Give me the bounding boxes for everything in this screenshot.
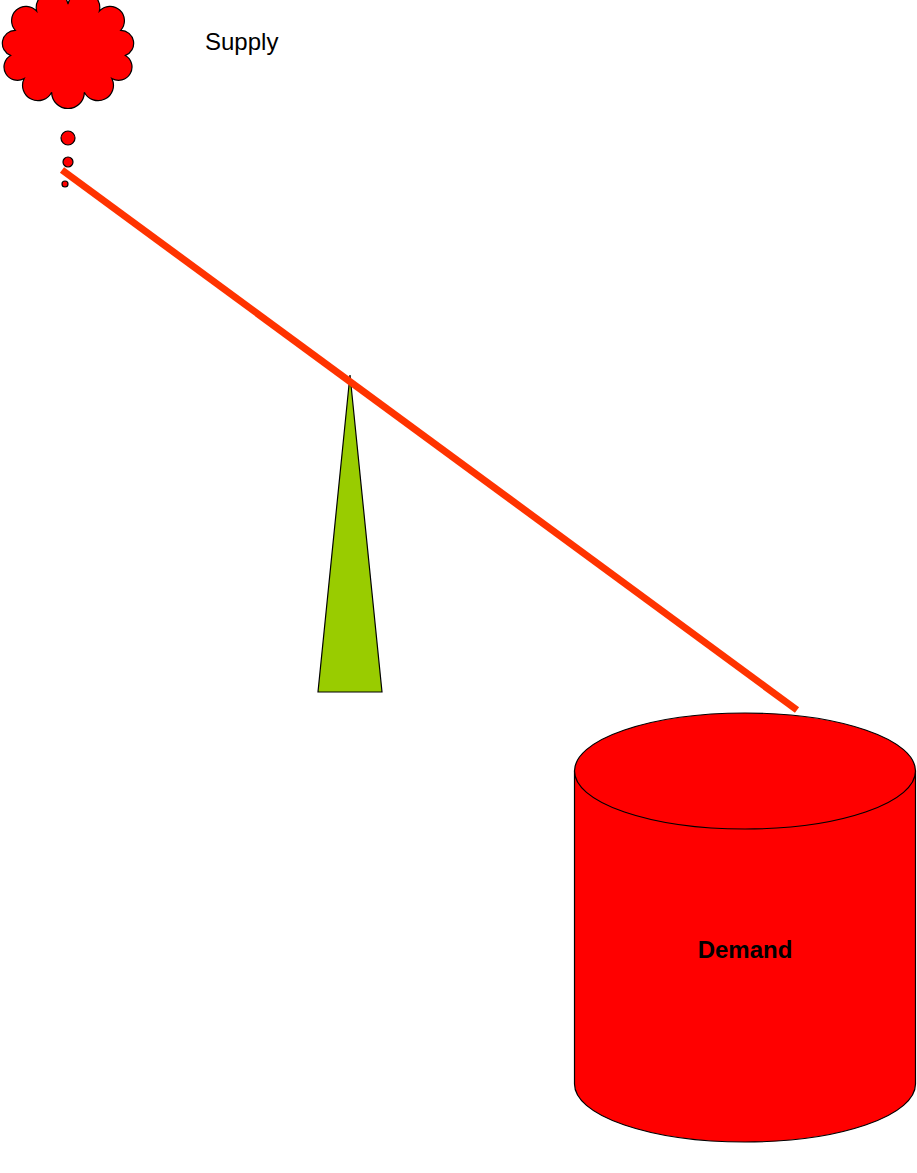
cylinder-top: [575, 713, 916, 829]
thought-cloud: Supply: [0, 0, 320, 195]
cylinder-outline: [573, 712, 917, 1144]
fulcrum-triangle: [318, 375, 382, 692]
seesaw-beam: [62, 170, 797, 710]
thought-bubble: [63, 157, 73, 167]
supply-label: Supply: [205, 28, 278, 56]
thought-bubble: [61, 131, 75, 145]
cloud-body: [2, 0, 133, 109]
demand-label: Demand: [698, 936, 793, 964]
cylinder-tank: Demand: [573, 712, 917, 1144]
thought-bubble: [62, 181, 68, 187]
